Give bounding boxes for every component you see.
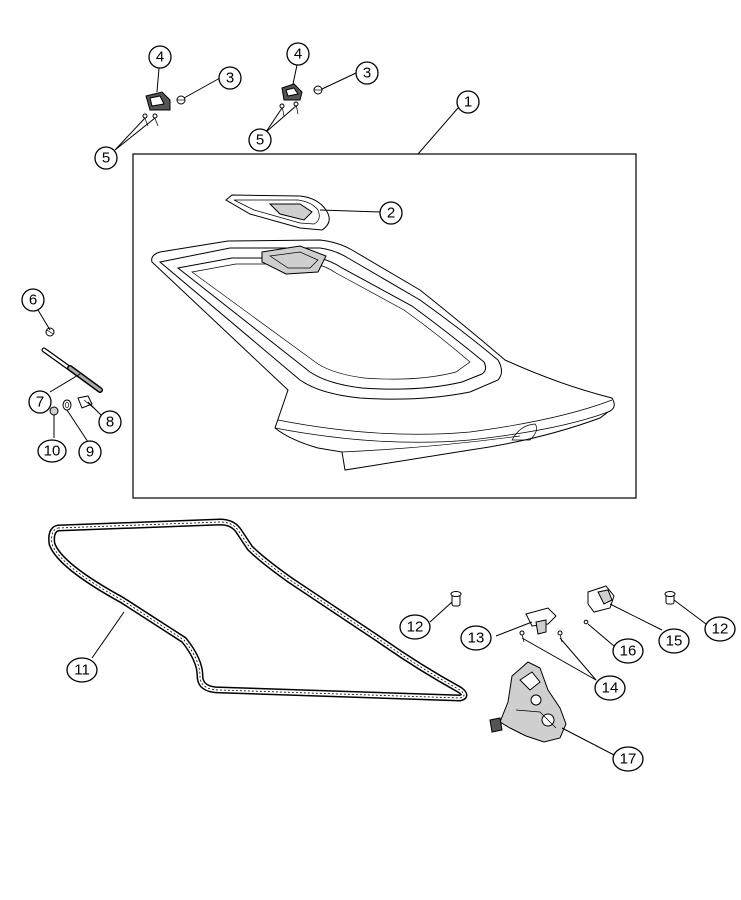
- callout-3: 3: [355, 61, 379, 85]
- callout-10: 10: [37, 439, 67, 463]
- callout-12: 12: [399, 614, 431, 640]
- svg-text:8: 8: [106, 414, 114, 431]
- bumper-12-right: [664, 591, 676, 605]
- callout-11: 11: [66, 657, 98, 683]
- spoiler-part: [225, 194, 330, 231]
- svg-text:9: 9: [86, 444, 94, 461]
- hinge-left: [142, 91, 186, 127]
- svg-text:4: 4: [294, 46, 302, 63]
- svg-text:6: 6: [29, 292, 37, 309]
- gas-strut-assembly: [41, 327, 103, 416]
- callout-7: 7: [28, 390, 52, 414]
- svg-text:3: 3: [226, 70, 234, 87]
- svg-text:4: 4: [156, 49, 164, 66]
- liftgate-frame-box: [132, 153, 637, 499]
- callout-5: 5: [248, 128, 272, 152]
- svg-text:1: 1: [464, 94, 472, 111]
- liftgate-panel: [151, 239, 615, 471]
- svg-text:14: 14: [602, 680, 619, 697]
- callout-9: 9: [78, 440, 102, 464]
- callout-17: 17: [612, 746, 644, 772]
- svg-text:15: 15: [666, 633, 683, 650]
- callout-14: 14: [594, 675, 626, 701]
- callout-4: 4: [286, 42, 310, 66]
- callout-12: 12: [704, 616, 736, 642]
- screw-16: [583, 619, 589, 625]
- callout-16: 16: [612, 638, 644, 664]
- callout-6: 6: [21, 288, 45, 312]
- callout-3: 3: [218, 66, 242, 90]
- svg-text:13: 13: [468, 630, 485, 647]
- hinge-right: [279, 83, 323, 117]
- svg-text:5: 5: [256, 132, 264, 149]
- latch-17: [489, 661, 567, 743]
- svg-text:3: 3: [363, 65, 371, 82]
- svg-text:11: 11: [74, 662, 90, 679]
- callout-1: 1: [456, 90, 480, 114]
- cover-15: [587, 585, 615, 613]
- leader-lines: [37, 64, 707, 757]
- svg-text:5: 5: [102, 150, 110, 167]
- callout-5: 5: [94, 146, 118, 170]
- svg-text:12: 12: [712, 621, 729, 638]
- callout-13: 13: [460, 625, 492, 651]
- striker-13: [525, 607, 557, 635]
- svg-text:7: 7: [36, 394, 44, 411]
- svg-text:2: 2: [387, 205, 395, 222]
- callout-4: 4: [148, 45, 172, 69]
- bumper-12-left: [450, 591, 462, 607]
- svg-text:16: 16: [620, 643, 637, 660]
- svg-text:10: 10: [44, 443, 61, 460]
- svg-text:17: 17: [620, 751, 637, 768]
- svg-text:12: 12: [407, 619, 424, 636]
- weatherstrip-seal: [48, 518, 468, 702]
- callout-8: 8: [98, 410, 122, 434]
- callout-2: 2: [379, 201, 403, 225]
- callout-15: 15: [658, 628, 690, 654]
